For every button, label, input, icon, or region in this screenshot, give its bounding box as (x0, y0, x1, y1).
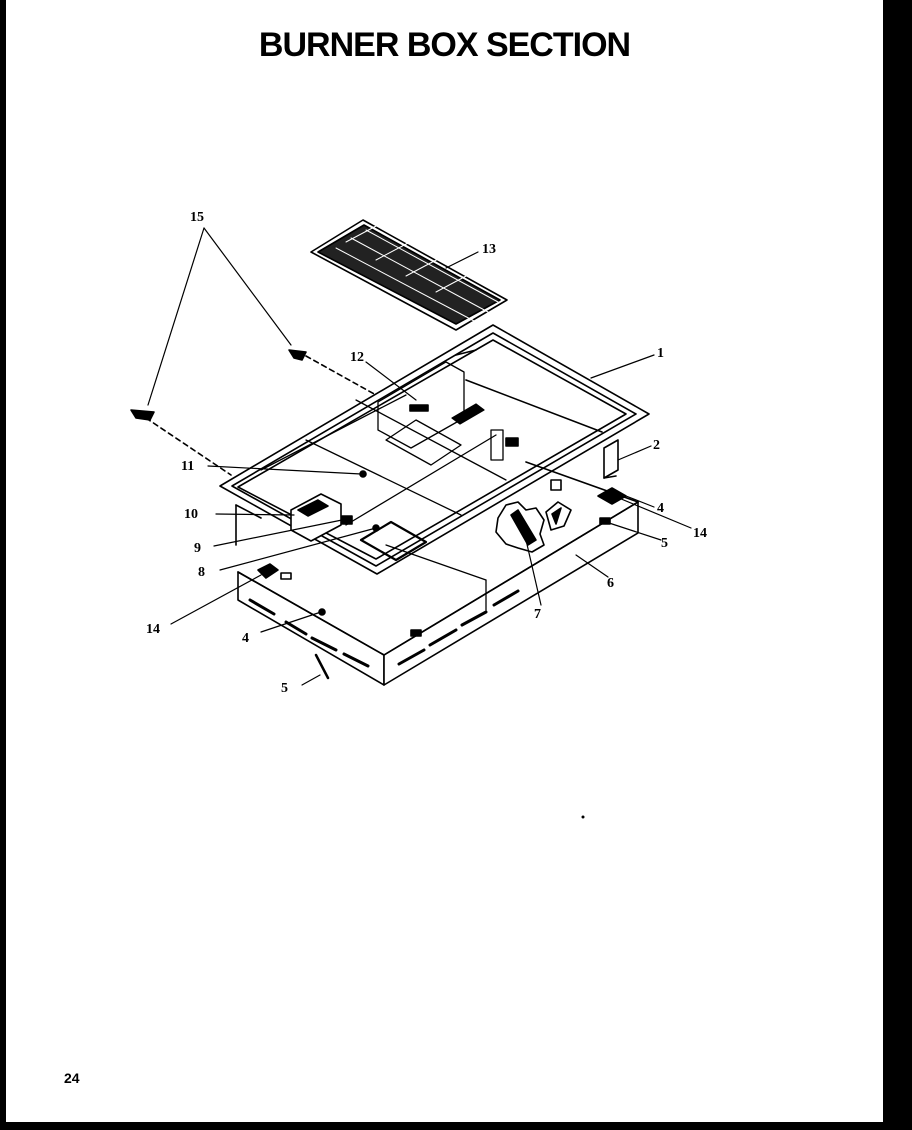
callout-11: 11 (181, 459, 194, 474)
callout-2: 2 (653, 438, 660, 453)
page-number: 24 (64, 1070, 80, 1086)
callout-4-left: 4 (242, 631, 249, 646)
callout-5-left: 5 (281, 681, 288, 696)
callout-14-left: 14 (146, 622, 160, 637)
callout-15: 15 (190, 210, 204, 225)
interior-structure (260, 361, 507, 611)
exploded-parts-diagram: 15 13 1 12 2 11 4 10 14 5 9 8 6 7 14 4 5 (130, 210, 707, 819)
leader-lines (147, 227, 692, 686)
callout-9: 9 (194, 541, 201, 556)
callout-4-right: 4 (657, 501, 664, 516)
callout-8: 8 (198, 565, 205, 580)
callout-6: 6 (607, 576, 614, 591)
knob-cutaway-part-7 (495, 501, 572, 553)
callout-7: 7 (534, 607, 541, 622)
callout-14-right: 14 (693, 526, 707, 541)
stray-dot (581, 815, 585, 819)
page-title: BURNER BOX SECTION (258, 26, 631, 64)
hinge-clips-part-15 (130, 349, 377, 476)
callout-labels: 15 13 1 12 2 11 4 10 14 5 9 8 6 7 14 4 5 (146, 210, 707, 696)
grille-part-13 (310, 219, 508, 331)
bracket-part-2 (603, 439, 619, 479)
igniter-block-part-10 (235, 493, 342, 546)
callout-12: 12 (350, 350, 364, 365)
callout-1: 1 (657, 346, 664, 361)
callout-10: 10 (184, 507, 198, 522)
callout-13: 13 (482, 242, 496, 257)
hardware-small-parts (341, 404, 519, 532)
callout-5-right: 5 (661, 536, 668, 551)
diagram-sheet: BURNER BOX SECTION (6, 0, 883, 1122)
burner-box-part-6 (237, 461, 639, 686)
